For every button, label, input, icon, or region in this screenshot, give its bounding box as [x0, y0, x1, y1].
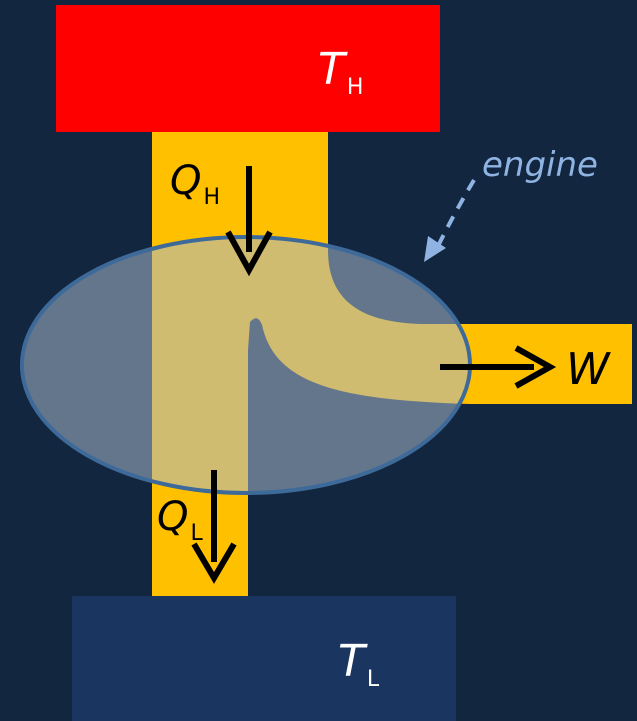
heat-out-subscript: L [190, 521, 203, 546]
engine-pointer-line [436, 178, 476, 247]
cold-reservoir-symbol: T [338, 636, 368, 687]
engine-pointer-arrowhead [424, 236, 446, 262]
engine-label: engine [482, 145, 598, 185]
hot-reservoir-label: TH [318, 44, 363, 100]
hot-reservoir-symbol: T [318, 44, 348, 95]
engine-ellipse [20, 235, 472, 495]
hot-reservoir [56, 5, 440, 132]
cold-reservoir-subscript: L [367, 667, 380, 692]
heat-out-arrow-head [191, 542, 237, 584]
work-arrow-head [514, 345, 557, 389]
heat-in-label: QH [170, 158, 220, 210]
cold-reservoir [72, 596, 456, 721]
cold-reservoir-label: TL [338, 636, 380, 692]
heat-in-subscript: H [203, 185, 220, 210]
hot-reservoir-subscript: H [347, 75, 364, 100]
heat-out-symbol: Q [157, 494, 188, 540]
heat-in-arrow-head [225, 230, 273, 277]
heat-in-symbol: Q [170, 158, 201, 204]
work-label: W [566, 344, 611, 395]
heat-out-label: QL [157, 494, 203, 546]
